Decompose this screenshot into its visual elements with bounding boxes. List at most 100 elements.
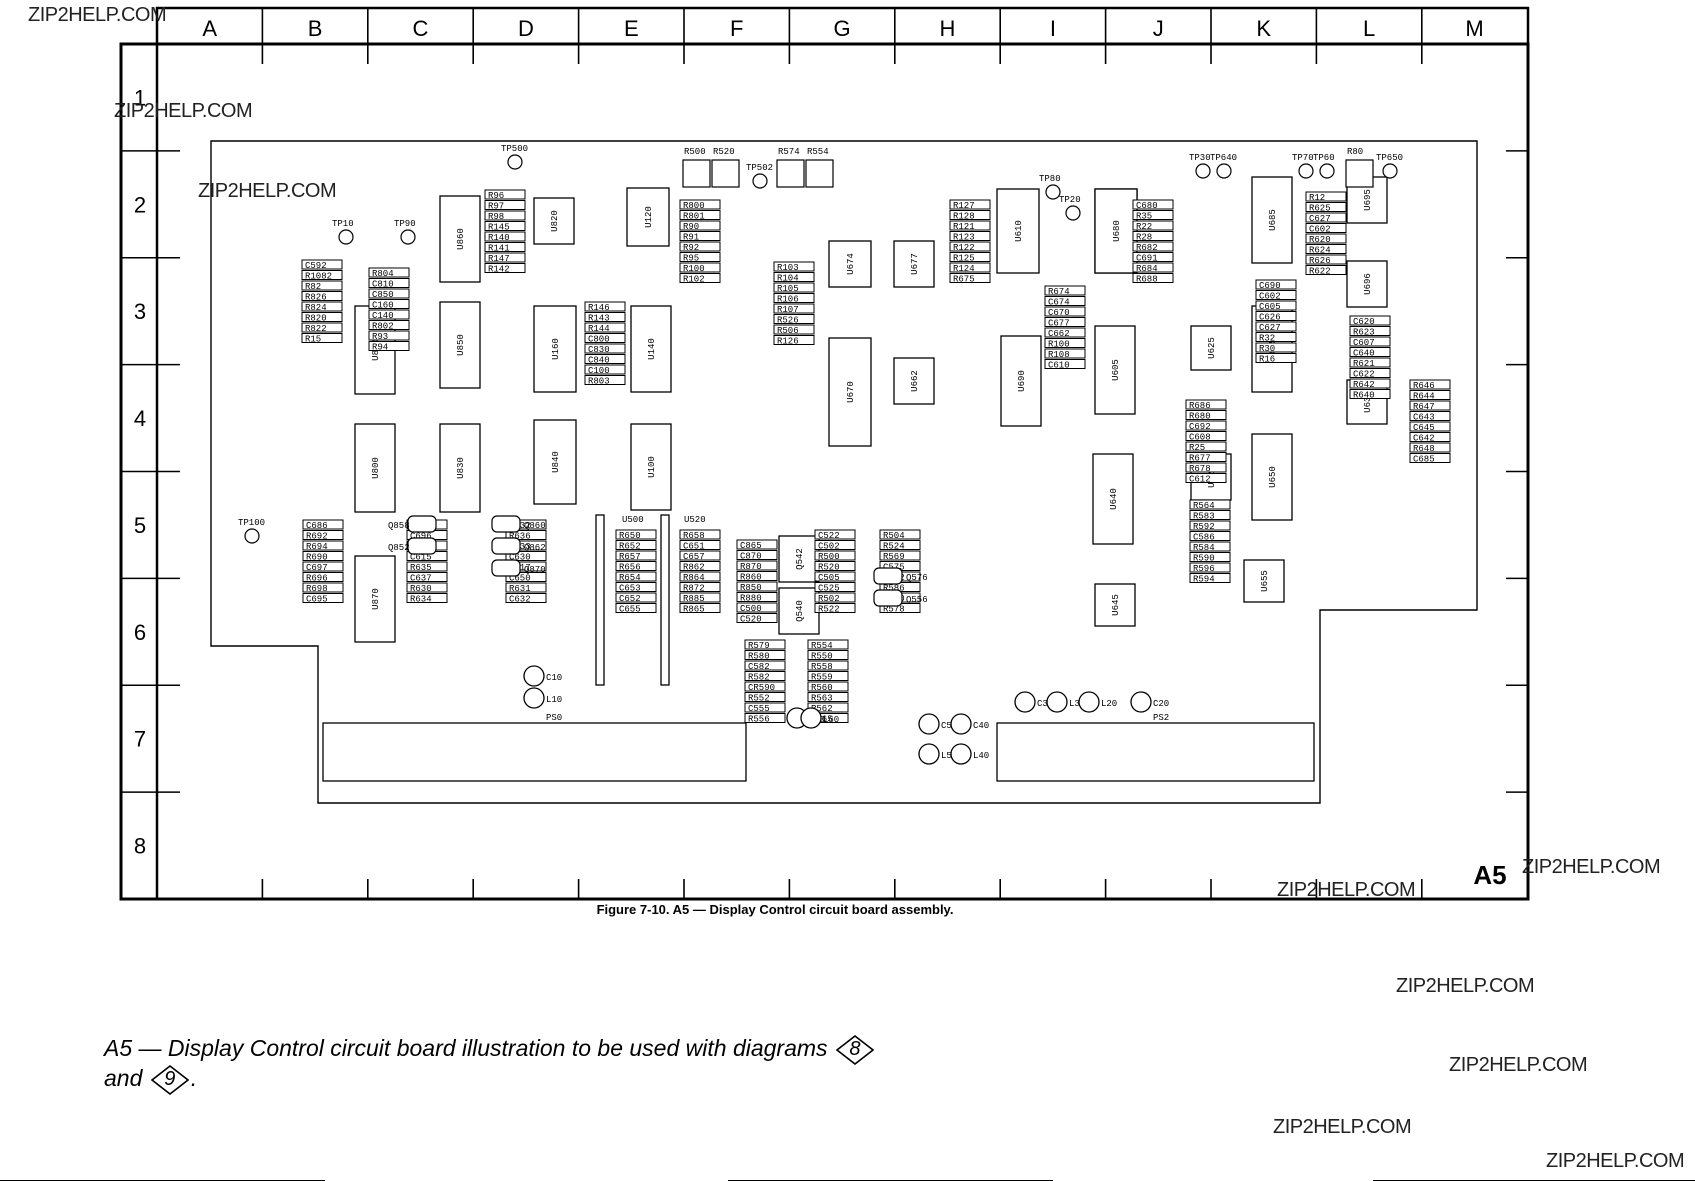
- svg-text:U840: U840: [551, 451, 561, 473]
- part-r826: R826: [301, 291, 343, 303]
- svg-text:R634: R634: [410, 595, 432, 605]
- svg-text:PS0: PS0: [546, 713, 562, 723]
- part-r550: R550: [807, 650, 849, 662]
- svg-text:R126: R126: [777, 337, 799, 347]
- svg-text:C160: C160: [372, 301, 394, 311]
- column-label-K: K: [1256, 16, 1271, 41]
- part-r824: R824: [301, 301, 343, 313]
- part-r16: R16: [1255, 353, 1297, 365]
- svg-text:R562: R562: [811, 704, 833, 714]
- part-r500: R500: [814, 550, 856, 562]
- part-r127: R127: [949, 199, 991, 211]
- svg-text:R100: R100: [1048, 340, 1070, 350]
- transistor-q556: Q556: [873, 589, 928, 607]
- part-c522: C522: [814, 529, 856, 541]
- coil-c30: C30: [1014, 691, 1053, 713]
- transistor-q858: Q858: [388, 515, 437, 533]
- part-c640: C640: [1349, 347, 1391, 359]
- svg-text:R103: R103: [777, 263, 799, 273]
- svg-text:C582: C582: [748, 662, 770, 672]
- board-tag: A5: [1473, 860, 1506, 890]
- chip-u662: U662: [893, 357, 935, 405]
- svg-text:R690: R690: [306, 553, 328, 563]
- svg-text:R640: R640: [1353, 391, 1375, 401]
- svg-text:U690: U690: [1017, 370, 1027, 392]
- svg-text:U850: U850: [456, 334, 466, 356]
- svg-text:R870: R870: [740, 562, 762, 572]
- svg-text:C685: C685: [1413, 455, 1435, 465]
- chip-u690: U690: [1000, 335, 1042, 427]
- coil-l40: L40: [950, 743, 989, 765]
- svg-text:C140: C140: [372, 311, 394, 321]
- part-r625: R625: [1305, 202, 1347, 214]
- svg-text:U605: U605: [1111, 359, 1121, 381]
- part-c680: C680: [1132, 199, 1174, 211]
- svg-text:R91: R91: [683, 233, 699, 243]
- svg-text:R569: R569: [883, 552, 905, 562]
- part-r592: R592: [1189, 520, 1231, 532]
- svg-text:R586: R586: [883, 584, 905, 594]
- svg-text:R124: R124: [953, 264, 975, 274]
- watermark: ZIP2HELP.COM: [114, 100, 253, 122]
- part-r850: R850: [736, 581, 778, 593]
- coil-u500: U500: [622, 515, 644, 525]
- part-r800: R800: [679, 199, 721, 211]
- svg-text:R559: R559: [811, 673, 833, 683]
- svg-text:R520: R520: [713, 147, 735, 157]
- svg-text:R682: R682: [1136, 243, 1158, 253]
- note-period: .: [190, 1065, 198, 1092]
- svg-text:R121: R121: [953, 222, 975, 232]
- svg-text:R635: R635: [410, 563, 432, 573]
- part-c632: C632: [505, 593, 547, 605]
- svg-text:TP90: TP90: [394, 219, 416, 229]
- row-label-6: 6: [134, 620, 146, 645]
- part-r125: R125: [949, 252, 991, 264]
- part-r554: R554: [807, 639, 849, 651]
- coil-u520: U520: [684, 515, 706, 525]
- svg-text:C555: C555: [748, 704, 770, 714]
- svg-text:R579: R579: [748, 641, 770, 651]
- svg-text:C651: C651: [683, 542, 705, 552]
- part-r624: R624: [1305, 244, 1347, 256]
- svg-text:R500: R500: [818, 552, 840, 562]
- chip-u610: U610: [996, 188, 1040, 274]
- svg-text:C653: C653: [619, 584, 641, 594]
- svg-text:C100: C100: [588, 366, 610, 376]
- svg-text:R12: R12: [1309, 193, 1325, 203]
- svg-text:R552: R552: [748, 694, 770, 704]
- svg-text:R688: R688: [1136, 275, 1158, 285]
- chip-u685: U685: [1251, 176, 1293, 264]
- illustration-note: A5 — Display Control circuit board illus…: [104, 1035, 876, 1095]
- svg-text:R885: R885: [683, 594, 705, 604]
- svg-text:R143: R143: [588, 314, 610, 324]
- svg-text:C502: C502: [818, 542, 840, 552]
- svg-text:TP30: TP30: [1189, 153, 1211, 163]
- part-c643: C643: [1409, 411, 1451, 423]
- part-r1082: R1082: [301, 270, 343, 282]
- part-r674: R674: [1044, 285, 1086, 297]
- part-r630: R630: [406, 582, 448, 594]
- part-c642: C642: [1409, 432, 1451, 444]
- svg-text:C40: C40: [973, 721, 989, 731]
- svg-text:R122: R122: [953, 243, 975, 253]
- svg-text:R94: R94: [372, 343, 388, 353]
- column-label-B: B: [308, 16, 323, 41]
- svg-text:TP60: TP60: [1313, 153, 1335, 163]
- part-r15: R15: [301, 333, 343, 345]
- test-point-tp80: TP80: [1039, 174, 1061, 200]
- svg-text:L60: L60: [823, 715, 839, 725]
- svg-text:C686: C686: [306, 521, 328, 531]
- svg-text:C630: C630: [509, 553, 531, 563]
- part-r141: R141: [484, 242, 526, 254]
- part-r652: R652: [615, 540, 657, 552]
- part-r146: R146: [584, 301, 626, 313]
- svg-text:R680: R680: [1189, 412, 1211, 422]
- svg-text:R630: R630: [410, 584, 432, 594]
- test-point-tp20: TP20: [1059, 195, 1081, 221]
- svg-text:R35: R35: [1136, 212, 1152, 222]
- svg-text:C690: C690: [1259, 281, 1281, 291]
- figure-caption: Figure 7-10. A5 — Display Control circui…: [596, 902, 954, 917]
- svg-text:R123: R123: [953, 233, 975, 243]
- svg-text:C602: C602: [1259, 292, 1281, 302]
- svg-text:R623: R623: [1353, 328, 1375, 338]
